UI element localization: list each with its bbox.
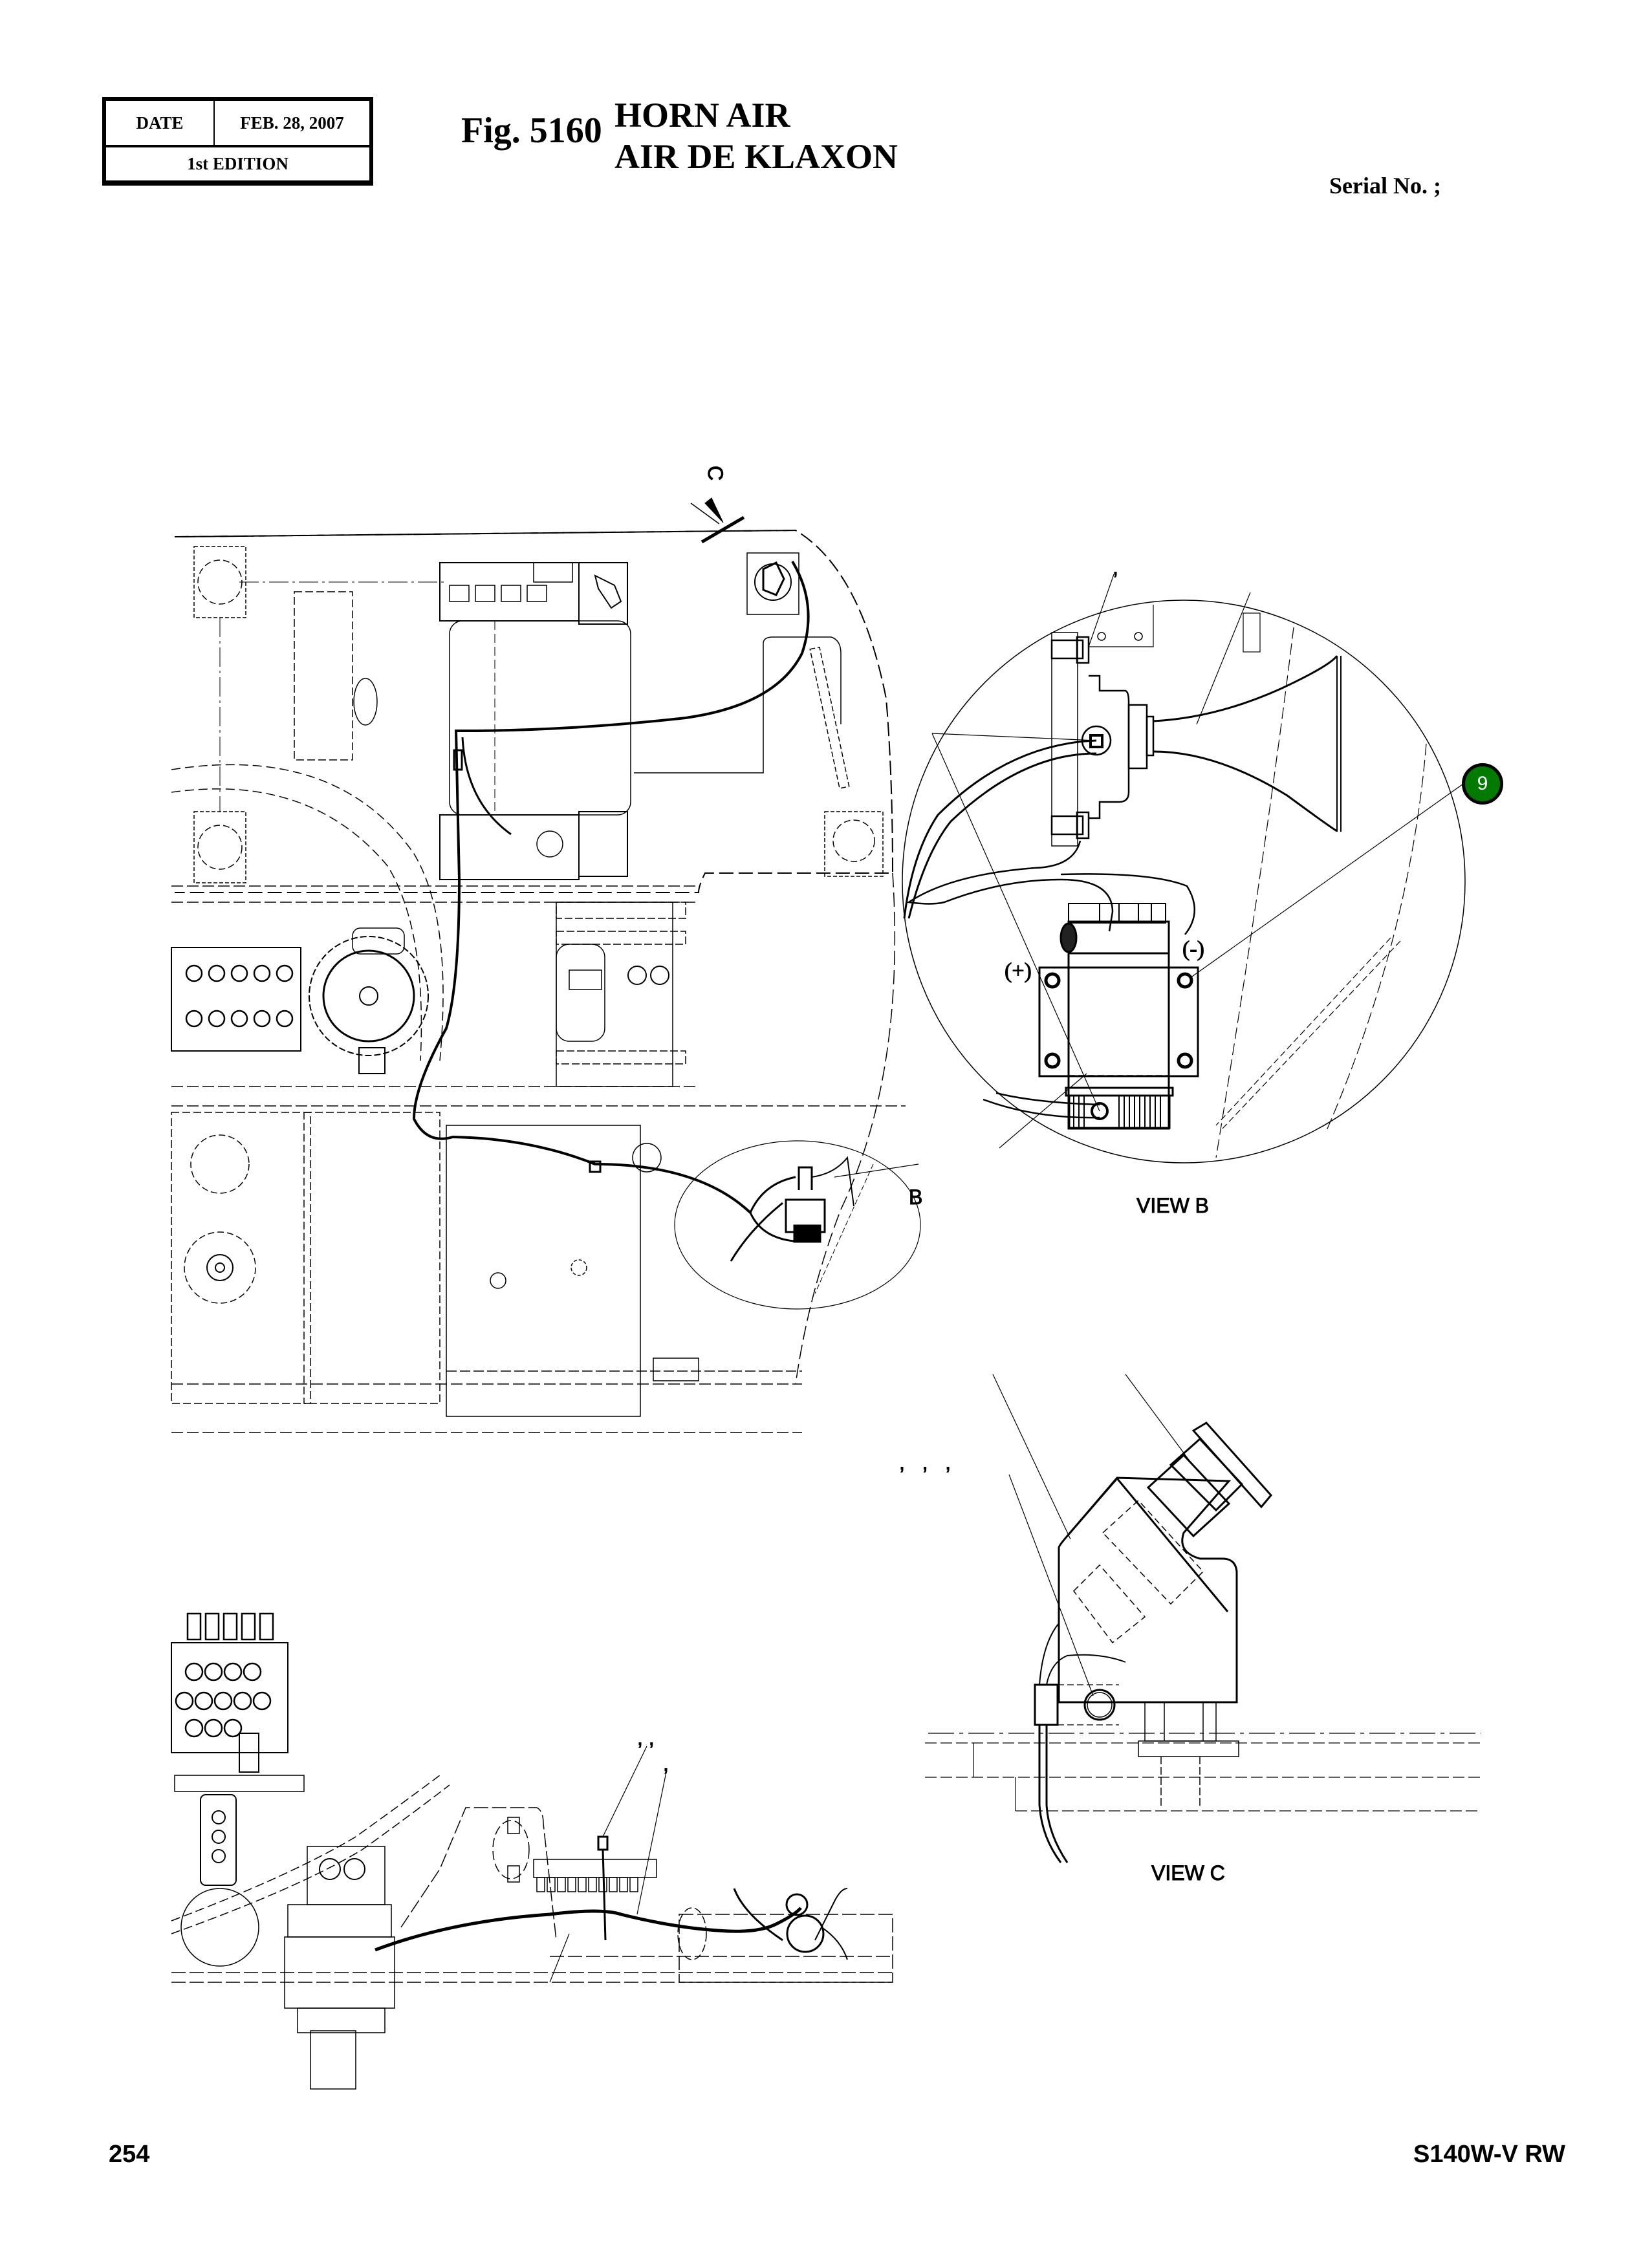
- polarity-minus-label: (-): [1182, 937, 1204, 961]
- view-c-callout-commas: , , ,: [899, 1451, 951, 1474]
- figure-number: Fig. 5160: [461, 111, 602, 151]
- page-number: 254: [109, 2141, 150, 2168]
- detail-b-marker: B: [909, 1185, 922, 1209]
- view-c-detail: , , ,: [899, 1374, 1481, 1863]
- side-view-callout-commas-2: ,: [663, 1752, 669, 1775]
- callout-badge-9[interactable]: 9: [1462, 763, 1503, 805]
- side-view: , , ,: [171, 1432, 893, 2090]
- view-b-detail: (+) (-) ,: [834, 556, 1466, 1178]
- plan-view: [171, 497, 921, 1417]
- date-value: FEB. 28, 2007: [240, 113, 344, 133]
- page-title-french: AIR DE KLAXON: [614, 137, 898, 176]
- date-row: DATE FEB. 28, 2007: [106, 101, 369, 147]
- side-view-callout-commas-1: , ,: [637, 1726, 655, 1749]
- view-b-label: VIEW B: [1136, 1194, 1209, 1217]
- serial-number-label: Serial No. ;: [1329, 173, 1441, 199]
- view-b-callout-comma: ,: [1113, 556, 1118, 579]
- model-name: S140W-V RW: [1413, 2141, 1566, 2168]
- date-label: DATE: [106, 101, 215, 145]
- section-c-marker: C: [704, 466, 727, 481]
- view-c-label: VIEW C: [1151, 1861, 1225, 1885]
- page-title-english: HORN AIR: [614, 96, 790, 135]
- polarity-plus-label: (+): [1005, 959, 1032, 983]
- date-edition-box: DATE FEB. 28, 2007 1st EDITION: [102, 97, 373, 186]
- detail-b-circle: [674, 1140, 921, 1310]
- edition-label: 1st EDITION: [187, 154, 288, 173]
